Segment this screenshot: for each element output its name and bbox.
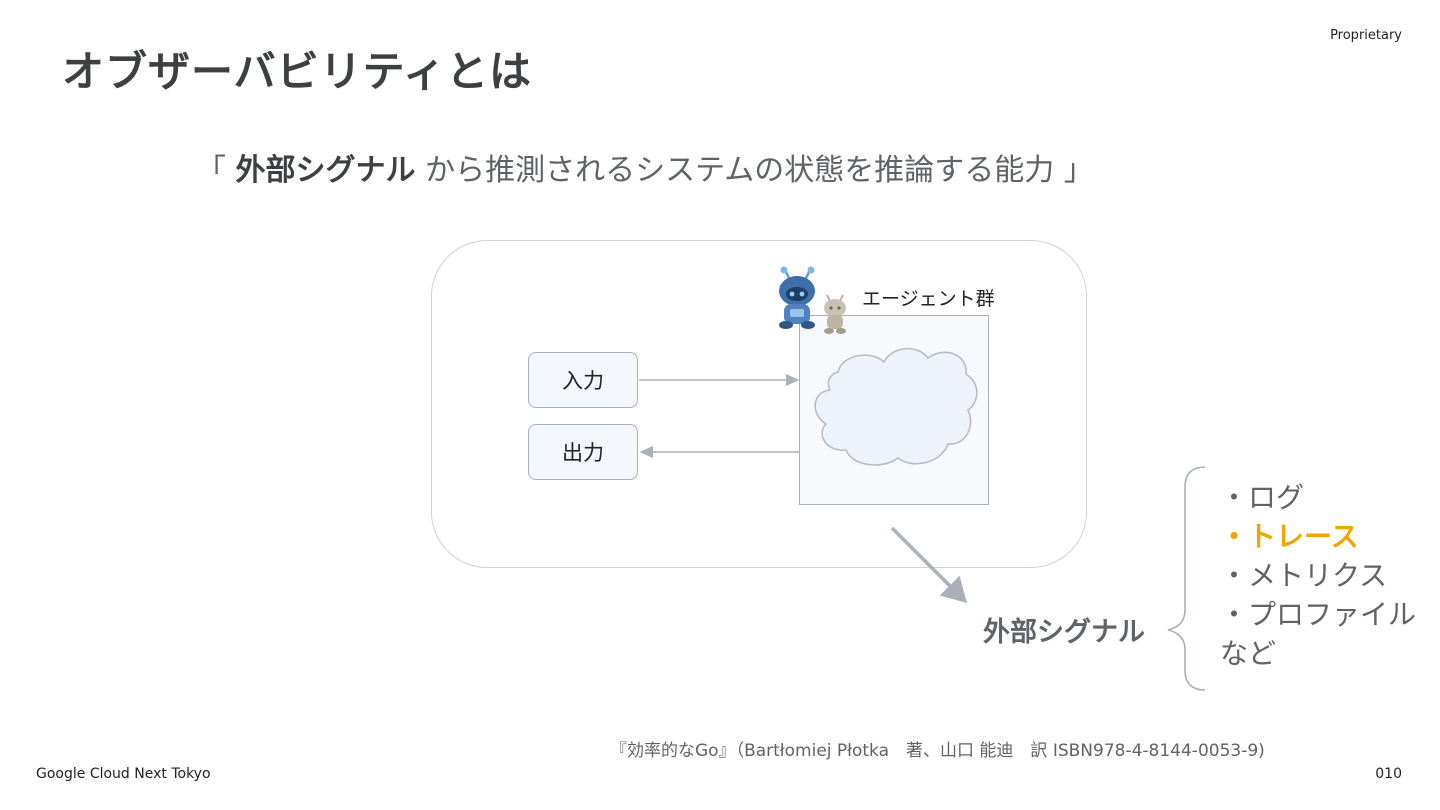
beige-robot-icon (824, 294, 846, 334)
definition-rest: から推測されるシステムの状態を推論する能力 (425, 153, 1055, 188)
external-signal-arrow (890, 526, 967, 603)
agent-group-label: エージェント群 (862, 288, 995, 310)
input-box: 入力 (528, 352, 638, 408)
definition-open-quote: 「 (196, 153, 226, 188)
signal-item-metrics: ・メトリクス (1220, 559, 1388, 592)
signal-item-etc: など (1220, 637, 1277, 670)
signal-item-profile: ・プロファイル (1220, 598, 1417, 631)
signal-list: ・ログ ・トレース ・メトリクス ・プロファイル など (1220, 478, 1416, 673)
definition-bold-term: 外部シグナル (235, 153, 416, 188)
footer-brand: Google Cloud Next Tokyo (36, 766, 211, 782)
page-number: 010 (1375, 766, 1402, 782)
definition-close-quote: 」 (1063, 153, 1094, 188)
definition-text: 「 外部シグナル から推測されるシステムの状態を推論する能力 」 (196, 145, 1094, 189)
cloud-icon (814, 347, 978, 466)
signal-item-trace: ・トレース (1220, 520, 1359, 553)
blue-robot-icon (779, 266, 815, 329)
proprietary-label: Proprietary (1330, 28, 1402, 43)
citation: 『効率的なGo』（Bartłomiej Płotka 著、山口 能迪 訳 ISB… (610, 741, 1265, 761)
curly-brace (1167, 466, 1206, 691)
diagram-frame (431, 240, 1087, 568)
slide-title: オブザーバビリティとは (62, 47, 533, 96)
output-box: 出力 (528, 424, 638, 480)
signal-item-log: ・ログ (1220, 481, 1305, 514)
external-signal-label: 外部シグナル (983, 617, 1145, 648)
